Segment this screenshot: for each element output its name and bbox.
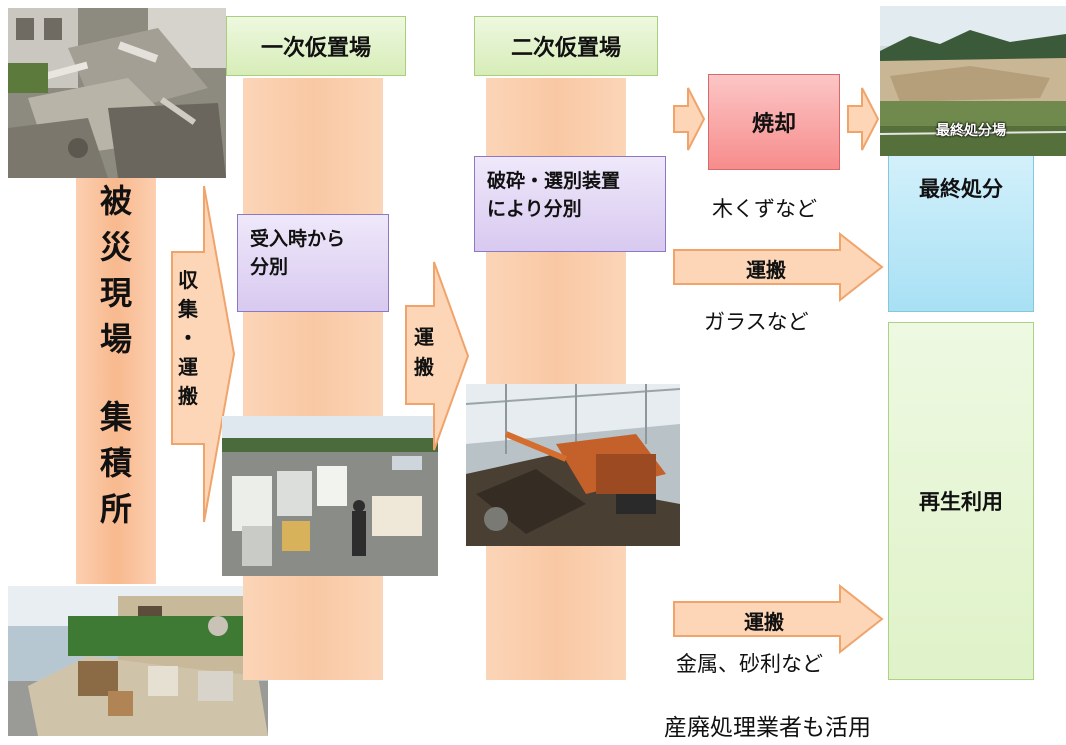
secondary-box-line: 破砕・選別装置 xyxy=(487,170,621,192)
crushing-machine-photo xyxy=(466,384,680,546)
secondary-box-line: により分別 xyxy=(487,198,582,220)
primary-box-line: 分別 xyxy=(250,256,289,278)
final-disposal-box: 最終処分 xyxy=(888,150,1034,312)
primary-storage-header: 一次仮置場 xyxy=(226,16,406,76)
collection-site-char: 現 xyxy=(99,274,132,312)
incineration-note: 木くずなど xyxy=(712,197,817,221)
collection-site-column xyxy=(76,170,156,584)
footer-note: 産廃処理業者も活用 xyxy=(664,715,871,741)
metal-transport-arrow xyxy=(673,584,884,654)
transport-arrow xyxy=(405,261,470,451)
secondary-storage-header: 二次仮置場 xyxy=(474,16,658,76)
collection-site-char: 積 xyxy=(99,444,132,482)
metal-transport-label: 運搬 xyxy=(744,610,784,634)
to-final-from-incineration-arrow xyxy=(847,87,880,151)
metal-transport-note: 金属、砂利など xyxy=(676,652,823,676)
primary-sorting-box: 受入時から 分別 xyxy=(237,214,389,312)
to-incineration-arrow xyxy=(673,87,706,151)
glass-transport-label: 運搬 xyxy=(746,258,786,282)
primary-storage-column xyxy=(243,78,383,680)
incineration-label: 焼却 xyxy=(751,112,796,137)
collect-arrow-char: 収 xyxy=(178,268,198,292)
collapsed-building-photo xyxy=(8,8,226,178)
final-disposal-label: 最終処分 xyxy=(919,177,1003,201)
transport-arrow-char: 運 xyxy=(414,325,434,349)
collect-arrow-char: 搬 xyxy=(178,384,198,408)
collect-arrow-char: 運 xyxy=(178,355,198,379)
recycling-box: 再生利用 xyxy=(888,322,1034,680)
collect-arrow-char: 集 xyxy=(178,297,198,321)
glass-transport-note: ガラスなど xyxy=(704,310,809,334)
collection-site-char: 場 xyxy=(99,320,132,358)
transport-arrow-char: 搬 xyxy=(414,355,434,379)
transport-label: 運 搬 xyxy=(407,322,441,382)
collection-site-char: 集 xyxy=(99,398,132,436)
incineration-box: 焼却 xyxy=(708,74,840,170)
collection-site-char: 被 xyxy=(99,182,132,220)
glass-transport-arrow xyxy=(673,232,884,302)
collect-transport-arrow xyxy=(171,185,236,523)
collection-site-char: 所 xyxy=(99,490,132,528)
secondary-sorting-box: 破砕・選別装置 により分別 xyxy=(474,156,666,252)
collection-site-label: 被 災 現 場 集 積 所 xyxy=(76,178,156,532)
collection-site-char: 災 xyxy=(99,228,132,266)
recycling-label: 再生利用 xyxy=(919,490,1003,514)
final-disposal-photo-caption: 最終処分場 xyxy=(936,123,1006,139)
collect-arrow-char: ・ xyxy=(178,326,198,350)
collect-transport-label: 収 集 ・ 運 搬 xyxy=(172,266,204,411)
final-disposal-site-photo: 最終処分場 xyxy=(880,6,1066,156)
primary-box-line: 受入時から xyxy=(250,228,346,250)
street-debris-photo xyxy=(8,586,268,736)
primary-yard-photo xyxy=(222,416,438,576)
